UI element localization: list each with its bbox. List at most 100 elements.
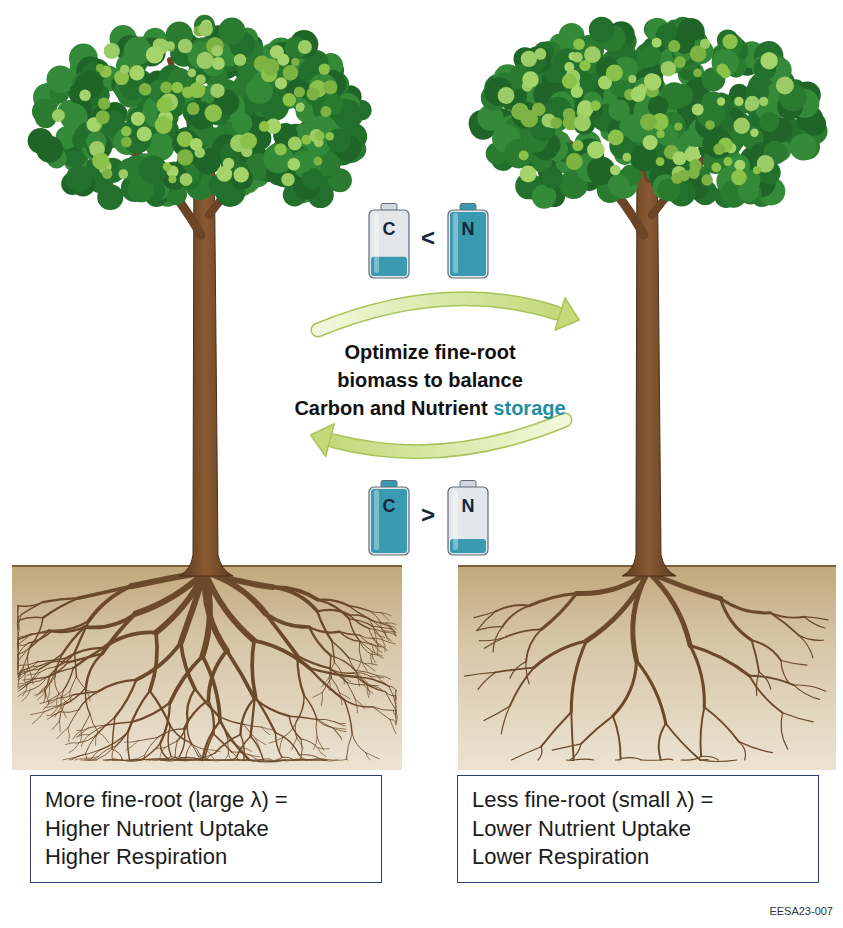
root-line bbox=[60, 710, 79, 713]
root-line bbox=[248, 760, 251, 761]
root-line bbox=[38, 692, 45, 700]
root-line bbox=[165, 741, 177, 748]
root-line bbox=[794, 685, 820, 699]
root-line bbox=[721, 599, 771, 613]
battery-shine bbox=[453, 213, 458, 273]
leaf-highlight bbox=[610, 165, 620, 175]
leaf-highlight bbox=[717, 97, 725, 105]
root-line bbox=[366, 753, 380, 759]
leaf-cluster bbox=[589, 17, 615, 43]
root-line bbox=[18, 665, 20, 674]
root-line bbox=[360, 641, 371, 654]
root-line bbox=[19, 683, 30, 691]
root-line bbox=[613, 716, 621, 758]
leaf-highlight bbox=[102, 169, 112, 179]
root-line bbox=[168, 757, 179, 760]
root-line bbox=[112, 746, 116, 760]
leaf-highlight bbox=[643, 135, 658, 150]
root-line bbox=[105, 722, 132, 725]
root-line bbox=[18, 644, 20, 655]
root-line bbox=[313, 692, 323, 697]
root-line bbox=[37, 689, 45, 696]
leaf-highlight bbox=[121, 126, 131, 136]
leaf-highlight bbox=[717, 64, 729, 76]
root-line bbox=[269, 738, 283, 744]
root-line bbox=[330, 656, 331, 679]
leaf-highlight bbox=[275, 143, 287, 155]
root-line bbox=[241, 735, 245, 761]
root-line bbox=[317, 719, 333, 727]
root-line bbox=[107, 759, 122, 760]
leaf-highlight bbox=[498, 87, 515, 104]
root-line bbox=[69, 743, 79, 753]
leaf-cluster bbox=[712, 49, 739, 76]
root-line bbox=[316, 719, 317, 738]
root-line bbox=[224, 754, 228, 761]
leaf-highlight bbox=[606, 65, 623, 82]
leaf-highlight bbox=[270, 45, 284, 59]
root-line bbox=[85, 754, 86, 760]
root-line bbox=[32, 712, 44, 724]
element-letter: C bbox=[368, 203, 410, 238]
leaf-cluster bbox=[609, 99, 630, 120]
leaf-highlight bbox=[520, 110, 538, 128]
leaf-cluster bbox=[231, 167, 253, 189]
root-line bbox=[184, 700, 209, 729]
root-line bbox=[18, 602, 43, 606]
comparison-sign: < bbox=[413, 226, 443, 250]
root-line bbox=[156, 759, 168, 761]
box-line: Lower Respiration bbox=[472, 843, 804, 872]
soil-ground bbox=[12, 565, 402, 770]
root-line bbox=[294, 759, 307, 761]
leaf-cluster bbox=[759, 112, 779, 132]
root-line bbox=[363, 685, 375, 686]
root-line bbox=[280, 759, 286, 760]
root-line bbox=[496, 605, 530, 611]
root-line bbox=[100, 732, 128, 750]
leaf-highlight bbox=[320, 106, 331, 117]
root-line bbox=[586, 572, 648, 641]
leaf-highlight bbox=[692, 104, 704, 116]
root-line bbox=[261, 759, 264, 760]
root-line bbox=[289, 716, 301, 739]
root-line bbox=[128, 691, 150, 732]
leaf-highlight bbox=[630, 87, 645, 102]
root-line bbox=[297, 696, 305, 722]
leaf-highlight bbox=[121, 137, 132, 148]
leaf-highlight bbox=[155, 116, 173, 134]
root-line bbox=[187, 722, 191, 744]
leaf-cluster bbox=[218, 18, 245, 45]
caption-line: Optimize fine-root bbox=[290, 338, 570, 366]
root-line bbox=[344, 700, 352, 734]
root-line bbox=[222, 757, 237, 760]
root-line bbox=[17, 655, 18, 660]
leaf-highlight bbox=[674, 56, 686, 68]
leaf-highlight bbox=[661, 61, 676, 76]
root-line bbox=[131, 755, 145, 760]
root-line bbox=[267, 760, 277, 762]
arrow-outline bbox=[318, 299, 556, 330]
root-line bbox=[752, 640, 760, 672]
root-line bbox=[526, 629, 541, 661]
center-caption: Optimize fine-rootbiomass to balanceCarb… bbox=[290, 338, 570, 424]
root-line bbox=[51, 706, 59, 716]
root-line bbox=[329, 678, 330, 690]
tree-illustration bbox=[28, 15, 828, 576]
leaf-highlight bbox=[157, 97, 173, 113]
root-line bbox=[359, 641, 361, 659]
root-line bbox=[254, 641, 309, 669]
root-line bbox=[237, 759, 243, 760]
element-letter: N bbox=[447, 480, 489, 515]
leaf-highlight bbox=[275, 77, 287, 89]
caption-line-wrap: Carbon and Nutrientstorage bbox=[290, 394, 570, 424]
element-letter: N bbox=[447, 203, 489, 238]
root-line bbox=[538, 747, 542, 760]
root-line bbox=[759, 672, 771, 689]
root-line bbox=[99, 680, 137, 691]
leaf-highlight bbox=[668, 40, 680, 52]
root-line bbox=[28, 631, 51, 643]
box-line: Higher Nutrient Uptake bbox=[45, 815, 367, 844]
root-line bbox=[530, 594, 577, 606]
root-line bbox=[384, 632, 392, 641]
